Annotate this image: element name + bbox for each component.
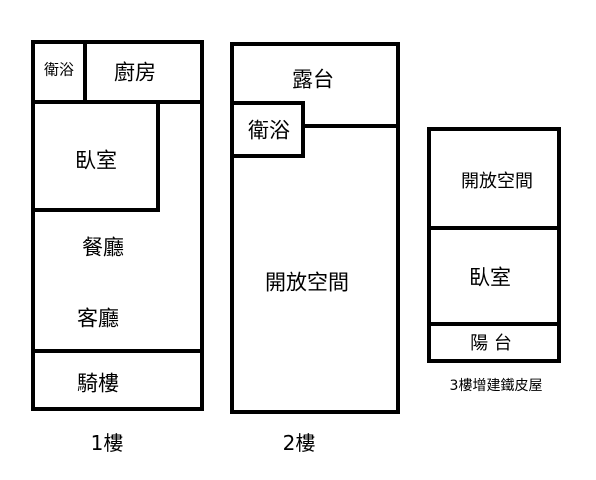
floor2-open-space-label: 開放空間 (265, 270, 349, 295)
floor1-arcade-label: 騎樓 (77, 371, 119, 396)
floor3-balcony-label: 陽 台 (470, 333, 512, 354)
floor3-caption: 3樓增建鐵皮屋 (449, 378, 543, 394)
floor1-living-label: 客廳 (77, 306, 119, 331)
floor3-balcony-wall (427, 322, 561, 326)
floor2-caption: 2樓 (282, 431, 316, 455)
floor1-bedroom-label: 臥室 (75, 148, 117, 173)
floor1-dining-label: 餐廳 (82, 235, 124, 260)
floor1-kitchen-label: 廚房 (114, 60, 156, 85)
floor2-terrace-label: 露台 (292, 67, 334, 92)
floor2-bathroom-label: 衛浴 (248, 118, 290, 143)
floor3-bedroom-wall (427, 226, 561, 230)
floor1-caption: 1樓 (90, 431, 124, 455)
floor2-terrace-wall (230, 124, 400, 128)
floor3-bedroom-label: 臥室 (469, 265, 511, 290)
floor1-bathroom-label: 衛浴 (43, 60, 75, 79)
floor2-bathroom-room (230, 101, 305, 158)
floor2-plan (230, 42, 400, 414)
floor3-plan (427, 127, 561, 363)
floor1-arcade-wall (31, 349, 204, 353)
floor1-bedroom-room (31, 100, 160, 212)
floor3-open-space-label: 開放空間 (461, 171, 533, 192)
